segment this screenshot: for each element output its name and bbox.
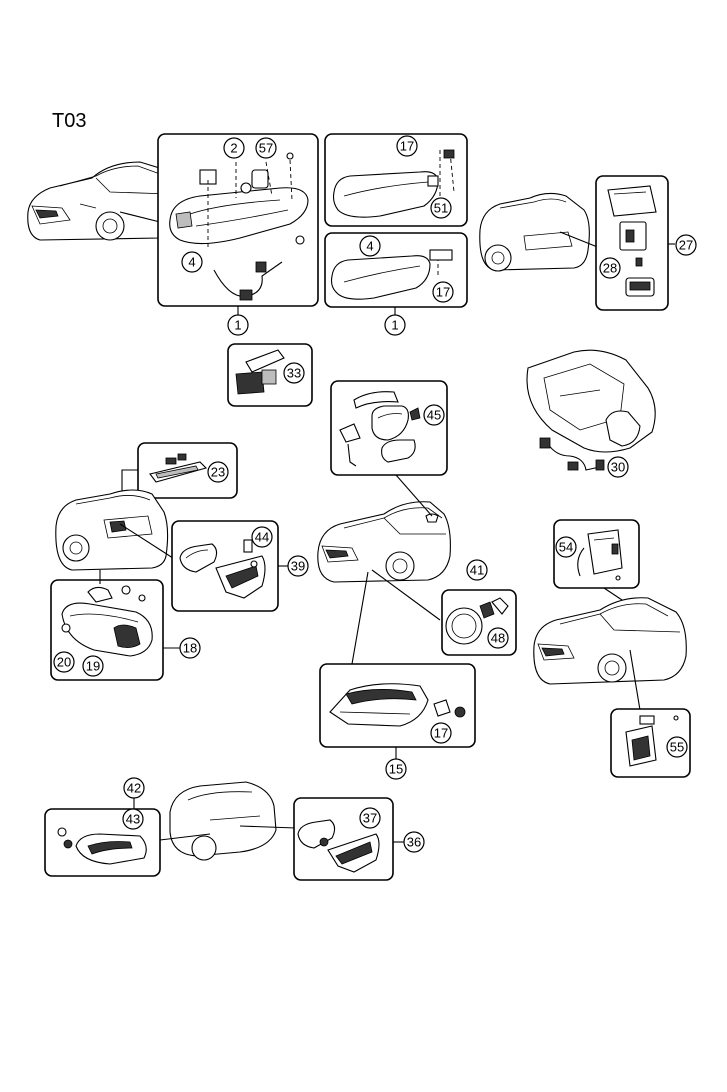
suv-rear-left-illustration xyxy=(55,489,177,571)
svg-text:17: 17 xyxy=(434,726,448,741)
callout-20: 20 xyxy=(53,651,75,673)
svg-text:1: 1 xyxy=(234,318,241,333)
suv-rear-illustration xyxy=(479,192,601,272)
callout-57: 57 xyxy=(255,137,277,159)
callout-44: 44 xyxy=(251,526,273,548)
callout-33: 33 xyxy=(283,362,305,384)
callout-17a: 17 xyxy=(396,135,418,157)
callout-17c: 17 xyxy=(430,722,452,744)
svg-text:18: 18 xyxy=(183,641,197,656)
page-code: T03 xyxy=(52,110,86,132)
rear-module-box xyxy=(595,175,669,311)
callout-30: 30 xyxy=(607,456,629,478)
headlamp-housing-box-lower xyxy=(324,232,468,308)
callout-4b: 4 xyxy=(359,235,381,257)
svg-text:20: 20 xyxy=(57,655,71,670)
callout-28: 28 xyxy=(599,257,621,279)
svg-text:45: 45 xyxy=(427,408,441,423)
callout-15: 15 xyxy=(385,758,407,780)
callout-45: 45 xyxy=(423,404,445,426)
svg-text:23: 23 xyxy=(211,465,225,480)
rear-lamp-box-36 xyxy=(293,797,394,881)
roadster-rear-illustration xyxy=(159,781,297,861)
car-front-center-illustration xyxy=(317,474,451,665)
mirror-box xyxy=(330,380,448,476)
svg-text:48: 48 xyxy=(491,631,505,646)
switch-box xyxy=(227,343,313,407)
headlamp-housing-box-upper xyxy=(324,133,468,227)
callout-54: 54 xyxy=(555,536,577,558)
svg-text:43: 43 xyxy=(126,812,140,827)
callout-55: 55 xyxy=(666,736,688,758)
svg-text:28: 28 xyxy=(603,261,617,276)
blind-spot-module-box xyxy=(553,519,640,589)
callout-4a: 4 xyxy=(181,251,203,273)
callout-19: 19 xyxy=(82,655,104,677)
svg-text:44: 44 xyxy=(255,530,269,545)
callout-42: 42 xyxy=(123,777,145,799)
svg-text:54: 54 xyxy=(559,540,573,555)
car-right-illustration xyxy=(533,597,687,711)
svg-text:19: 19 xyxy=(86,659,100,674)
svg-text:17: 17 xyxy=(436,285,450,300)
callout-39: 39 xyxy=(287,555,309,577)
rear-lamp-inner-box xyxy=(171,520,279,612)
callout-41: 41 xyxy=(466,559,488,581)
callout-37: 37 xyxy=(359,807,381,829)
callout-23: 23 xyxy=(207,461,229,483)
svg-text:41: 41 xyxy=(470,563,484,578)
stop-lamp-box xyxy=(137,442,238,499)
svg-text:27: 27 xyxy=(679,238,693,253)
module-55-box xyxy=(610,708,691,778)
svg-text:2: 2 xyxy=(230,141,237,156)
svg-text:15: 15 xyxy=(389,762,403,777)
svg-text:57: 57 xyxy=(259,141,273,156)
callout-27: 27 xyxy=(675,234,697,256)
svg-text:39: 39 xyxy=(291,559,305,574)
svg-text:17: 17 xyxy=(400,139,414,154)
callout-43: 43 xyxy=(122,808,144,830)
callout-48: 48 xyxy=(487,627,509,649)
callout-18: 18 xyxy=(179,637,201,659)
rear-lamp-box-roadster xyxy=(44,798,161,877)
callout-51: 51 xyxy=(430,197,452,219)
svg-text:42: 42 xyxy=(127,781,141,796)
callout-1a: 1 xyxy=(227,314,249,336)
svg-text:51: 51 xyxy=(434,201,448,216)
callout-1b: 1 xyxy=(384,314,406,336)
svg-text:4: 4 xyxy=(366,239,373,254)
svg-text:33: 33 xyxy=(287,366,301,381)
callout-17b: 17 xyxy=(432,281,454,303)
car-front-left-illustration xyxy=(27,161,183,241)
transmission-illustration xyxy=(526,349,656,471)
svg-text:37: 37 xyxy=(363,811,377,826)
headlamp-assembly-box-a xyxy=(157,133,319,307)
callout-2: 2 xyxy=(223,137,245,159)
svg-text:30: 30 xyxy=(611,460,625,475)
svg-text:1: 1 xyxy=(391,318,398,333)
front-bumper-lamp-box xyxy=(319,663,476,748)
svg-text:55: 55 xyxy=(670,740,684,755)
callout-36: 36 xyxy=(403,831,425,853)
svg-text:4: 4 xyxy=(188,255,195,270)
rear-lamp-outer-box xyxy=(50,570,164,681)
svg-text:36: 36 xyxy=(407,835,421,850)
